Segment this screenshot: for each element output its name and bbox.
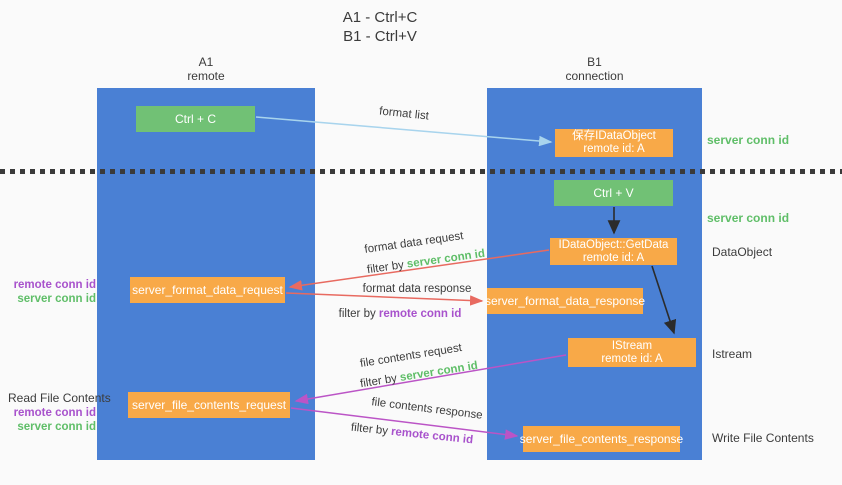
edge-label-filter-remote-2: filter by remote conn id [350, 422, 473, 447]
node-server-format-data-response: server_format_data_response [484, 288, 646, 314]
lane-header-b1: B1 connection [487, 55, 702, 83]
server-file-contents-request-label: server_file_contents_request [131, 397, 287, 412]
side-label-read-file-contents: Read File Contents [8, 391, 111, 405]
divider-dotted-line [0, 169, 842, 174]
server-format-data-request-label: server_format_data_request [132, 282, 283, 297]
title-line-1: A1 - Ctrl+C [342, 9, 418, 26]
lane-b1-subtitle: connection [565, 69, 624, 83]
side-label-conn-pair-2: remote conn id server conn id [6, 406, 96, 434]
node-ctrl-c: Ctrl + C [136, 106, 255, 132]
server-conn-id-text: server conn id [406, 247, 486, 271]
ctrl-v-label: Ctrl + V [593, 185, 634, 200]
side-label-server-conn-id-mid: server conn id [707, 211, 790, 225]
remote-conn-id-text: remote conn id [378, 308, 462, 320]
side-label-dataobject: DataObject [712, 245, 773, 259]
lane-header-a1: A1 remote [97, 55, 315, 83]
save-dataobject-line1: 保存IDataObject [572, 130, 656, 142]
node-server-file-contents-response: server_file_contents_response [519, 426, 684, 452]
istream-line1: IStream [611, 339, 653, 352]
server-file-contents-response-label: server_file_contents_response [519, 431, 684, 446]
node-ctrl-v: Ctrl + V [554, 180, 673, 206]
title-line-2: B1 - Ctrl+V [343, 28, 417, 45]
edge-label-filter-remote-1: filter by remote conn id [339, 308, 462, 320]
server-conn-id-label: server conn id [17, 421, 96, 433]
server-conn-id-label: server conn id [17, 293, 96, 305]
node-save-dataobject: 保存IDataObject remote id: A [555, 129, 673, 157]
remote-conn-id-text: remote conn id [390, 425, 474, 447]
server-conn-id-text: server conn id [399, 359, 479, 384]
lane-a1-subtitle: remote [187, 69, 225, 83]
side-label-server-conn-id-top: server conn id [707, 133, 790, 147]
save-dataobject-line2: remote id: A [583, 143, 645, 155]
remote-conn-id-label: remote conn id [13, 407, 96, 419]
diagram-title: A1 - Ctrl+C B1 - Ctrl+V [0, 8, 760, 46]
edge-label-format-list: format list [378, 105, 430, 123]
lane-b1-id: B1 [587, 55, 602, 69]
getdata-line1: IDataObject::GetData [558, 238, 669, 251]
edge-label-file-contents-response: file contents response [370, 396, 484, 422]
side-label-istream: Istream [712, 347, 753, 361]
filter-by-text: filter by [338, 308, 379, 320]
side-label-conn-pair-1: remote conn id server conn id [6, 278, 96, 306]
server-format-data-response-label: server_format_data_response [484, 293, 646, 308]
lane-a1-id: A1 [198, 55, 214, 69]
filter-by-text: filter by [359, 372, 401, 391]
getdata-line2: remote id: A [582, 251, 645, 264]
ctrl-c-label: Ctrl + C [174, 111, 216, 126]
remote-conn-id-label: remote conn id [13, 279, 96, 291]
node-server-format-data-request: server_format_data_request [130, 277, 285, 303]
side-label-write-file-contents: Write File Contents [712, 431, 814, 445]
edge-label-format-data-response: format data response [362, 283, 472, 295]
filter-by-text: filter by [366, 258, 408, 277]
filter-by-text: filter by [350, 421, 392, 438]
istream-line2: remote id: A [601, 352, 663, 365]
node-server-file-contents-request: server_file_contents_request [128, 392, 290, 418]
node-idataobject-getdata: IDataObject::GetData remote id: A [550, 238, 677, 265]
node-istream: IStream remote id: A [568, 338, 696, 367]
